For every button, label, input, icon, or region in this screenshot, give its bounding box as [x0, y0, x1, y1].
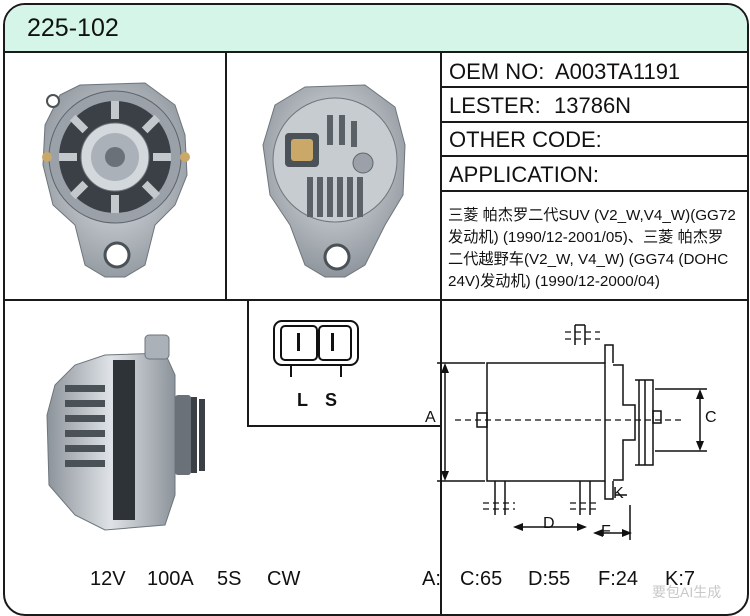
- alternator-side-photo: [46, 334, 205, 531]
- application-label: APPLICATION:: [449, 162, 599, 187]
- divider: [247, 425, 442, 427]
- application-line: 24V)发动机) (1990/12-2000/04): [448, 273, 660, 290]
- lester-label: LESTER:: [449, 93, 541, 118]
- oem-label: OEM NO:: [449, 59, 545, 84]
- dimension-drawing: [437, 324, 707, 540]
- rotation: CW: [267, 568, 301, 590]
- application-line: 发动机) (1990/12-2001/05)、三菱 帕杰罗: [448, 229, 724, 246]
- dim-letter-a: A: [425, 409, 436, 426]
- application-line: 二代越野车(V2_W, V4_W) (GG74 (DOHC: [448, 251, 729, 268]
- dim-a: A:: [422, 568, 441, 590]
- dim-letter-c: C: [705, 409, 717, 426]
- dimension-values: A: C:65 D:55 F:24 K:7: [422, 568, 747, 596]
- dim-k: K:7: [665, 568, 696, 590]
- dim-d: D:55: [528, 568, 571, 590]
- connector-pin-s: S: [325, 390, 338, 410]
- groove: 5S: [217, 568, 242, 590]
- dim-letter-f: F: [601, 523, 611, 540]
- application-line: 三菱 帕杰罗二代SUV (V2_W,V4_W)(GG72: [448, 207, 736, 224]
- application-text: 三菱 帕杰罗二代SUV (V2_W,V4_W)(GG72 发动机) (1990/…: [448, 205, 744, 293]
- alternator-front-photo: [42, 82, 190, 278]
- header-bar: 225-102: [5, 5, 747, 53]
- connector-pin-l: L: [297, 390, 308, 410]
- dim-c: C:65: [460, 568, 503, 590]
- product-card: 225-102 OEM NO: A003TA1191 LESTER: 13786…: [3, 3, 749, 616]
- divider: [5, 299, 747, 301]
- divider: [247, 299, 249, 426]
- dim-letter-k: K: [613, 485, 624, 502]
- dim-letter-d: D: [543, 515, 555, 532]
- other-code-label: OTHER CODE:: [449, 127, 602, 152]
- electrical-specs: 12V 100A 5S CW: [5, 568, 440, 596]
- divider: [440, 190, 747, 192]
- watermark: 要包AI生成: [652, 584, 722, 600]
- divider: [440, 86, 747, 88]
- lester-value: 13786N: [554, 93, 632, 118]
- alternator-rear-photo: [262, 84, 406, 278]
- divider: [440, 51, 442, 614]
- divider: [440, 121, 747, 123]
- oem-value: A003TA1191: [555, 59, 681, 84]
- connector-diagram: [273, 320, 359, 377]
- divider: [225, 51, 227, 300]
- model-number: 225-102: [27, 14, 119, 42]
- voltage: 12V: [90, 568, 126, 590]
- current: 100A: [147, 568, 194, 590]
- dim-f: F:24: [598, 568, 639, 590]
- divider: [440, 155, 747, 157]
